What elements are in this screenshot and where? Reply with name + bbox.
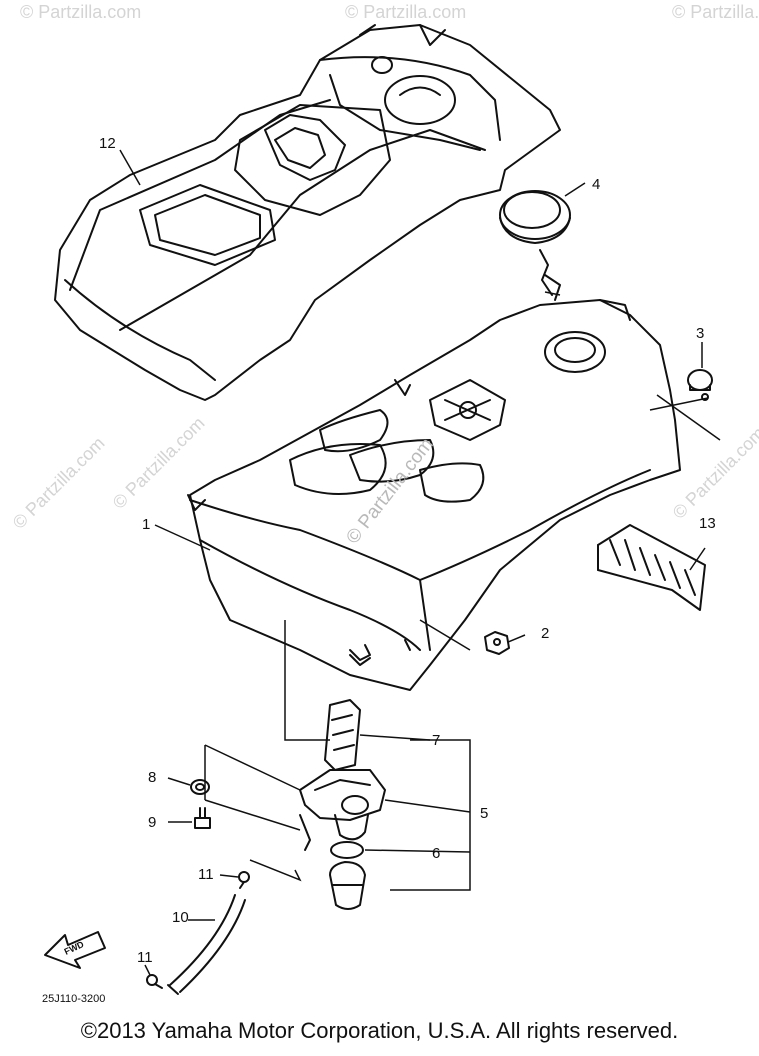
- hose-clip-part-upper: [238, 871, 250, 889]
- fuel-hose-part: [167, 894, 246, 995]
- fwd-arrow-icon: [44, 931, 106, 969]
- nut-part: [484, 631, 510, 655]
- callout-3: 3: [696, 325, 704, 342]
- watermark-right: © Partzilla.com: [669, 423, 759, 523]
- watermark-left: © Partzilla.com: [9, 433, 109, 533]
- callout-7: 7: [432, 732, 440, 749]
- callout-9: 9: [148, 814, 156, 831]
- callouts: 12 4 3 1 13 2 7 8 5 9 6 11 10 11: [99, 135, 716, 966]
- callout-5: 5: [480, 805, 488, 822]
- watermark-left-mid: © Partzilla.com: [109, 413, 209, 513]
- copyright-footer: ©2013 Yamaha Motor Corporation, U.S.A. A…: [80, 1018, 679, 1043]
- callout-1: 1: [142, 516, 150, 533]
- callout-12: 12: [99, 135, 116, 152]
- callout-6: 6: [432, 845, 440, 862]
- washer-part: [190, 779, 210, 795]
- watermark-corner-tr: © Partzilla.com: [672, 2, 759, 22]
- callout-13: 13: [699, 515, 716, 532]
- screw-part: [194, 807, 211, 829]
- callout-4: 4: [592, 176, 600, 193]
- callout-2: 2: [541, 625, 549, 642]
- damper-part: [597, 524, 706, 611]
- leader-lines: [119, 149, 721, 976]
- callout-8: 8: [148, 769, 156, 786]
- fuel-cock-assembly: [299, 699, 386, 910]
- grommet-part: [687, 369, 713, 401]
- callout-10: 10: [172, 909, 189, 926]
- watermark-corner-tl: © Partzilla.com: [20, 2, 141, 22]
- fuel-tank-part: [187, 299, 681, 691]
- drawing-code: 25J110-3200: [42, 993, 105, 1005]
- callout-11-lower: 11: [137, 949, 153, 966]
- callout-11-upper: 11: [198, 866, 214, 883]
- fuel-cap-part: [499, 190, 571, 301]
- watermark-corner-tm: © Partzilla.com: [345, 2, 466, 22]
- hose-clip-part-lower: [146, 974, 163, 989]
- tank-cover-part: [54, 24, 561, 401]
